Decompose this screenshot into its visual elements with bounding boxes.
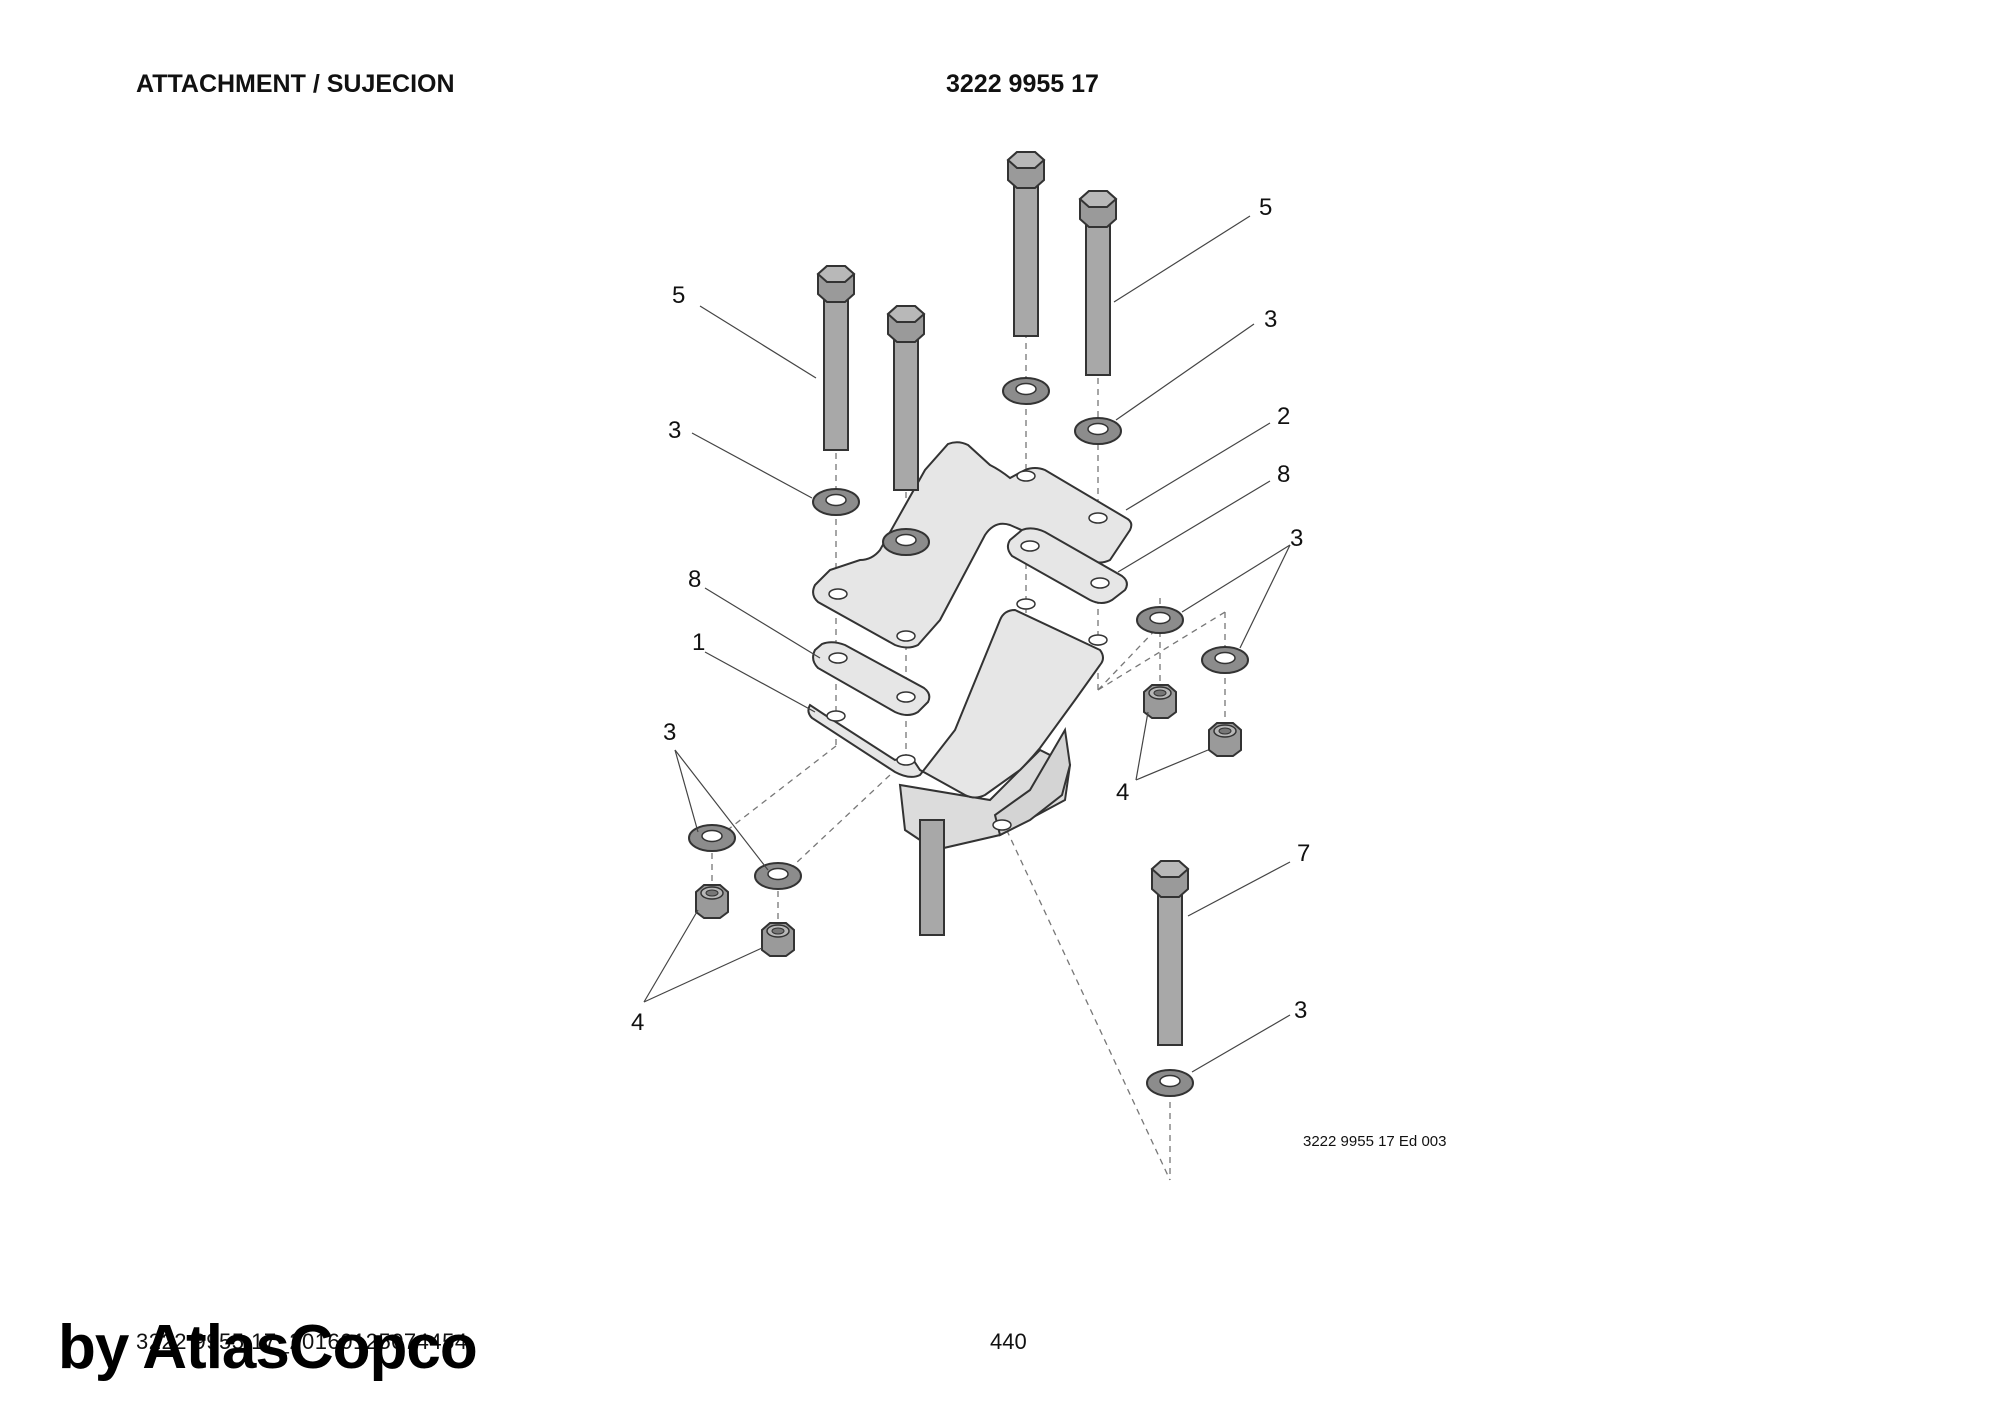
callout-4-left: 4 — [631, 1009, 644, 1036]
leader-lines — [643, 215, 1291, 1073]
page-title: ATTACHMENT / SUJECION — [136, 70, 455, 98]
callout-4-right: 4 — [1116, 779, 1129, 806]
callout-labels: 5 5 3 3 2 8 8 3 1 3 4 4 7 3 — [631, 194, 1310, 1036]
callout-3-right-upper: 3 — [1264, 306, 1277, 333]
bolt-1 — [817, 265, 855, 451]
callout-1: 1 — [692, 629, 705, 656]
callout-5-left: 5 — [672, 282, 685, 309]
bolt-3 — [1007, 151, 1045, 337]
bolt-4 — [1079, 190, 1117, 376]
callout-3-bottom: 3 — [1294, 997, 1307, 1024]
callout-3-left-lower: 3 — [663, 719, 676, 746]
drawing-edition: 3222 9955 17 Ed 003 — [1303, 1133, 1447, 1150]
lower-bracket-item-1 — [807, 608, 1104, 936]
bolt-2 — [887, 305, 925, 491]
part-number: 3222 9955 17 — [946, 70, 1099, 98]
upper-bracket-item-2 — [812, 441, 1133, 649]
spacer-plate-lower — [812, 641, 931, 716]
callout-3-left-upper: 3 — [668, 417, 681, 444]
callout-8-right: 8 — [1277, 461, 1290, 488]
callout-5-right: 5 — [1259, 194, 1272, 221]
callout-7: 7 — [1297, 840, 1310, 867]
callout-3-right-mid: 3 — [1290, 525, 1303, 552]
document-id: 3222 9955 17_20160125074454 — [136, 1329, 468, 1354]
page-number: 440 — [990, 1329, 1027, 1354]
bolt-7 — [1151, 860, 1189, 1046]
callout-8-left: 8 — [688, 566, 701, 593]
watermark: by AtlasCopco — [58, 1313, 478, 1382]
callout-2: 2 — [1277, 403, 1290, 430]
